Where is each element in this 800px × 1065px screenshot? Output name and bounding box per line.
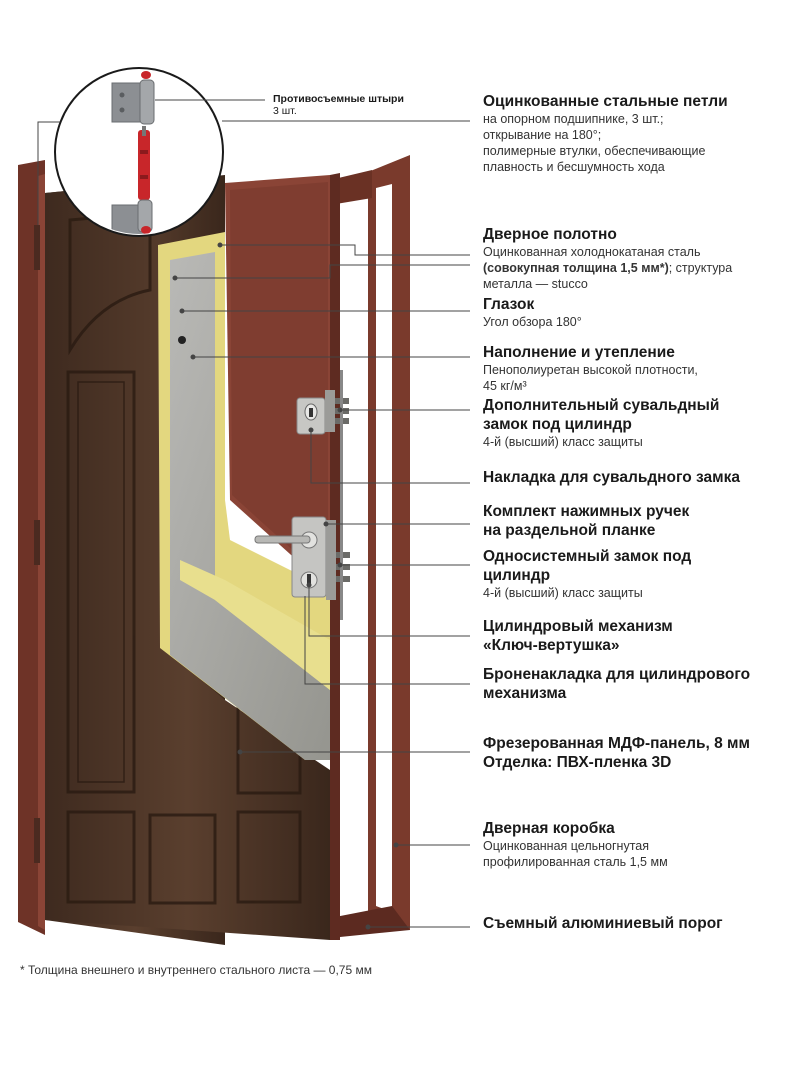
callout-leaf-desc-2: (совокупная толщина 1,5 мм*); структура [483, 260, 783, 276]
callout-armor-title-2: механизма [483, 685, 567, 702]
bearing-pin-icon [138, 130, 150, 200]
cutaway-layers [158, 173, 340, 940]
callout-threshold: Съемный алюминиевый порог [483, 914, 783, 933]
pin-note-title: Противосъемные штыри [273, 93, 404, 105]
callout-main-lock-title-1: Односистемный замок под [483, 548, 692, 565]
leader-lines [37, 99, 470, 930]
mdf-panel-bottom-left [66, 810, 136, 904]
hinge-middle [34, 520, 40, 565]
hinge-top [34, 225, 40, 270]
callout-lock-plate-title: Накладка для сувальдного замка [483, 469, 741, 486]
callout-frame-desc-1: Оцинкованная цельногнутая [483, 839, 650, 853]
callout-extra-lock: Дополнительный сувальдный замок под цили… [483, 396, 783, 450]
callout-lock-plate: Накладка для сувальдного замка [483, 468, 783, 487]
callout-filling-desc-2: 45 кг/м³ [483, 379, 527, 393]
pin-note-qty: 3 шт. [273, 105, 297, 117]
callout-mdf-title-1: Фрезерованная МДФ-панель, 8 мм [483, 735, 750, 752]
hinge-bottom [34, 818, 40, 863]
callout-peephole-desc: Угол обзора 180° [483, 315, 582, 329]
footnote: * Толщина внешнего и внутреннего стально… [20, 963, 372, 977]
callout-hinges: Оцинкованные стальные петли на опорном п… [483, 92, 783, 175]
peephole [178, 336, 186, 344]
callout-handles-title-1: Комплект нажимных ручек [483, 503, 690, 520]
callout-leaf-desc-3: металла — stucco [483, 277, 588, 291]
callout-handles-title-2: на раздельной планке [483, 522, 656, 539]
callout-hinges-desc-4: плавность и бесшумность хода [483, 160, 665, 174]
callout-frame-title: Дверная коробка [483, 820, 615, 837]
door-frame [18, 155, 410, 937]
callout-extra-lock-desc: 4-й (высший) класс защиты [483, 435, 643, 449]
callout-peephole: Глазок Угол обзора 180° [483, 295, 783, 330]
callout-cylinder-title-1: Цилиндровый механизм [483, 618, 673, 635]
callout-leaf-thickness: (совокупная толщина 1,5 мм*) [483, 261, 669, 275]
callout-cylinder-title-2: «Ключ-вертушка» [483, 637, 620, 654]
callout-cylinder: Цилиндровый механизм «Ключ-вертушка» [483, 617, 783, 655]
callout-hinges-title: Оцинкованные стальные петли [483, 93, 728, 110]
threshold-bar [330, 906, 410, 937]
steel-sheet [170, 252, 330, 760]
callout-filling-title: Наполнение и утепление [483, 344, 675, 361]
callout-frame-desc-2: профилированная сталь 1,5 мм [483, 855, 668, 869]
callout-hinges-desc-2: открывание на 180°; [483, 128, 602, 142]
callout-frame: Дверная коробка Оцинкованная цельногнута… [483, 819, 783, 870]
callout-mdf: Фрезерованная МДФ-панель, 8 мм Отделка: … [483, 734, 783, 772]
callout-mdf-title-2: Отделка: ПВХ-пленка 3D [483, 754, 672, 771]
callout-peephole-title: Глазок [483, 296, 535, 313]
callout-main-lock: Односистемный замок под цилиндр 4-й (выс… [483, 547, 783, 601]
callout-main-lock-title-2: цилиндр [483, 567, 551, 584]
callout-leaf: Дверное полотно Оцинкованная холодноката… [483, 225, 783, 292]
anti-removal-pins-note: Противосъемные штыри 3 шт. [273, 93, 404, 117]
callout-threshold-title: Съемный алюминиевый порог [483, 915, 723, 932]
door-handle [254, 535, 311, 544]
hinge-magnifier [54, 67, 224, 237]
callout-leaf-desc-1: Оцинкованная холоднокатаная сталь [483, 245, 701, 259]
callout-filling-desc-1: Пенополиуретан высокой плотности, [483, 363, 698, 377]
hinge-lower-icon [111, 204, 146, 234]
callout-leaf-desc-2-rest: ; структура [668, 261, 733, 275]
hinges [34, 225, 40, 863]
callout-handles: Комплект нажимных ручек на раздельной пл… [483, 502, 783, 540]
callout-hinges-desc-1: на опорном подшипнике, 3 шт.; [483, 112, 664, 126]
mdf-arch-panel [68, 211, 152, 356]
mdf-panel-tall [66, 370, 136, 794]
callout-armor-title-1: Броненакладка для цилиндрового [483, 666, 751, 683]
callout-extra-lock-title-1: Дополнительный сувальдный [483, 397, 720, 414]
callout-extra-lock-title-2: замок под цилиндр [483, 416, 632, 433]
callout-armor: Броненакладка для цилиндрового механизма [483, 665, 783, 703]
callout-filling: Наполнение и утепление Пенополиуретан вы… [483, 343, 783, 394]
callout-leaf-title: Дверное полотно [483, 226, 617, 243]
callout-main-lock-desc: 4-й (высший) класс защиты [483, 586, 643, 600]
callout-hinges-desc-3: полимерные втулки, обеспечивающие [483, 144, 706, 158]
